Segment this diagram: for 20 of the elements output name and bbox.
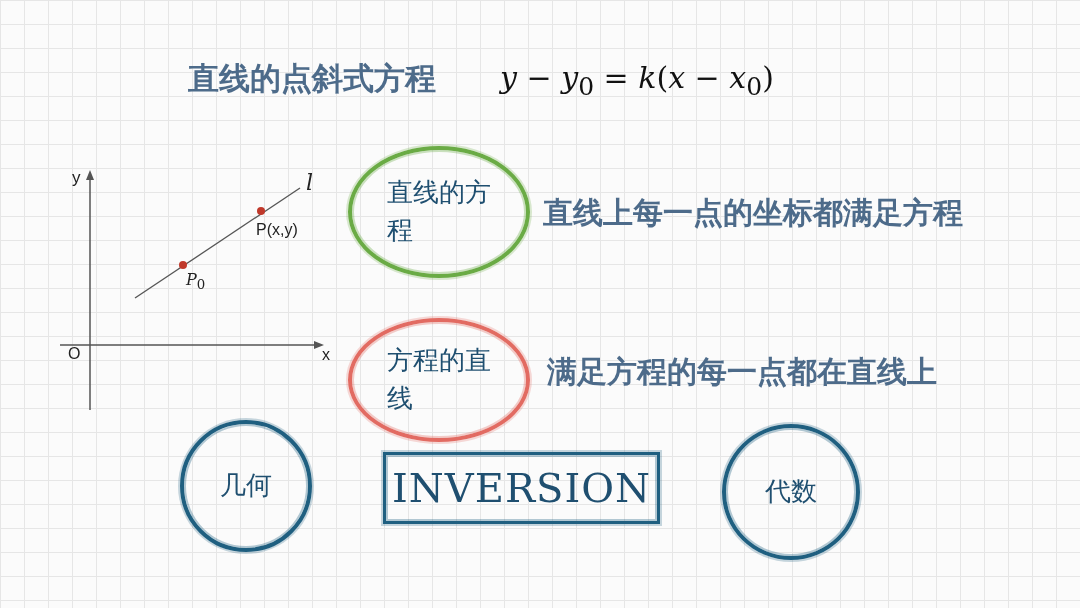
circle-node	[348, 318, 530, 442]
title-text: 直线的点斜式方程	[188, 59, 436, 98]
node-text: INVERSION	[392, 464, 651, 513]
node-text: 方程的直线	[387, 344, 491, 415]
line-label: l	[306, 170, 314, 195]
statement-text: 直线上每一点的坐标都满足方程	[543, 194, 963, 232]
origin-label: O	[68, 345, 81, 363]
text-box	[383, 452, 660, 524]
node-text: 直线的方程	[387, 176, 491, 247]
circle-node	[722, 424, 860, 560]
statement-text: 满足方程的每一点都在直线上	[547, 353, 937, 391]
axis-label: y	[72, 168, 81, 188]
point-label: P(x,y)	[256, 221, 298, 239]
formula-text: y − y$_{0}$ = k(x − x$_{0}$)	[500, 60, 774, 101]
point-label: P$_{0}$	[186, 270, 206, 293]
axis-label: x	[322, 346, 330, 364]
circle-node	[180, 420, 312, 552]
node-text: 几何	[220, 469, 272, 503]
node-text: 代数	[765, 475, 817, 509]
circle-node	[348, 146, 530, 278]
